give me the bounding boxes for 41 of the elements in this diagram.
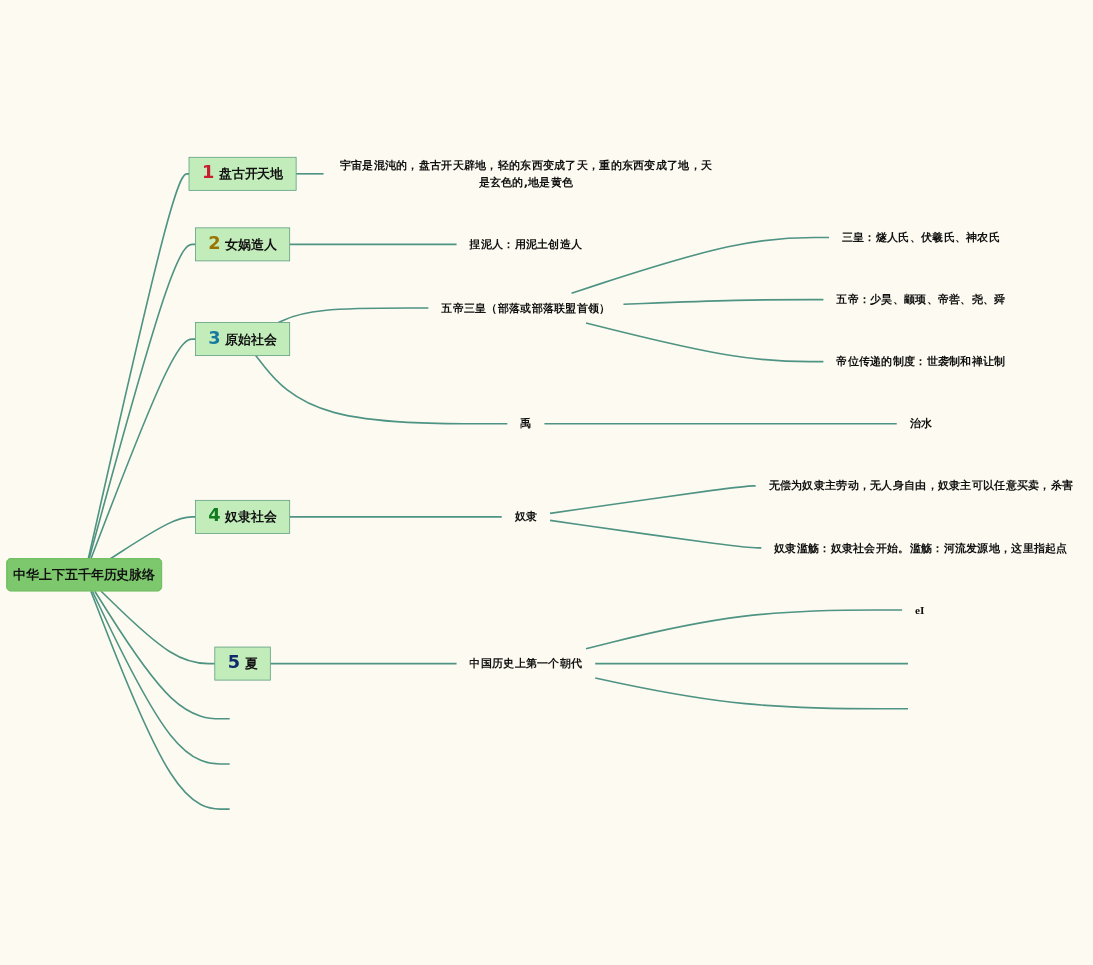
connector [622,298,825,305]
node-text: 宇宙是混沌的，盘古开天辟地，轻的东西变成了天，重的东西变成了地，天是玄色的,地是黄色 [339,158,713,188]
node-text: 治水 [909,416,933,430]
connector [288,515,503,518]
connector [90,337,197,560]
connector [91,589,231,765]
connector [269,662,458,664]
connector [570,236,830,294]
node-box: 4 奴隶社会 [195,499,291,534]
connector [94,589,231,720]
connector [585,321,825,362]
node-text: 奴隶滥觞：奴隶社会开始。滥觞：河流发源地，这里指起点 [774,540,1068,554]
node-text: 帝位传递的制度：世袭制和禅让制 [836,354,1006,368]
connector [288,243,458,245]
connector [594,662,909,664]
connector [585,608,903,649]
connector [109,515,197,560]
node-text: 禹 [520,416,532,430]
node-box: 1 盘古开天地 [188,156,297,191]
connector [549,484,757,514]
node-text: 三皇：燧人氏、伏羲氏、神农氏 [841,230,1000,244]
connector [543,422,898,425]
node-text: 中国历史上第一个朝代 [469,656,583,670]
connector [254,354,509,425]
node-text: 五帝三皇（部落或部落联盟首领） [441,300,611,314]
node-text: 无偿为奴隶主劳动，无人身自由，奴隶主可以任意买卖，杀害 [768,478,1074,492]
node-box: 5 夏 [214,646,271,680]
connector [88,243,197,560]
connector [277,306,430,323]
node-text: 捏泥人：用泥土创造人 [469,237,583,250]
node-text: 奴隶 [514,509,538,523]
connector [594,676,909,710]
node-box: 3 原始社会 [195,321,291,356]
node-text: eI [914,603,925,616]
connector [87,172,190,560]
connector [549,519,763,549]
connector [90,589,231,810]
node-box: 2 女娲造人 [195,226,291,261]
connector [295,172,325,175]
node-text: 五帝：少昊、颛顼、帝喾、尧、舜 [836,292,1006,306]
connector [100,589,216,664]
